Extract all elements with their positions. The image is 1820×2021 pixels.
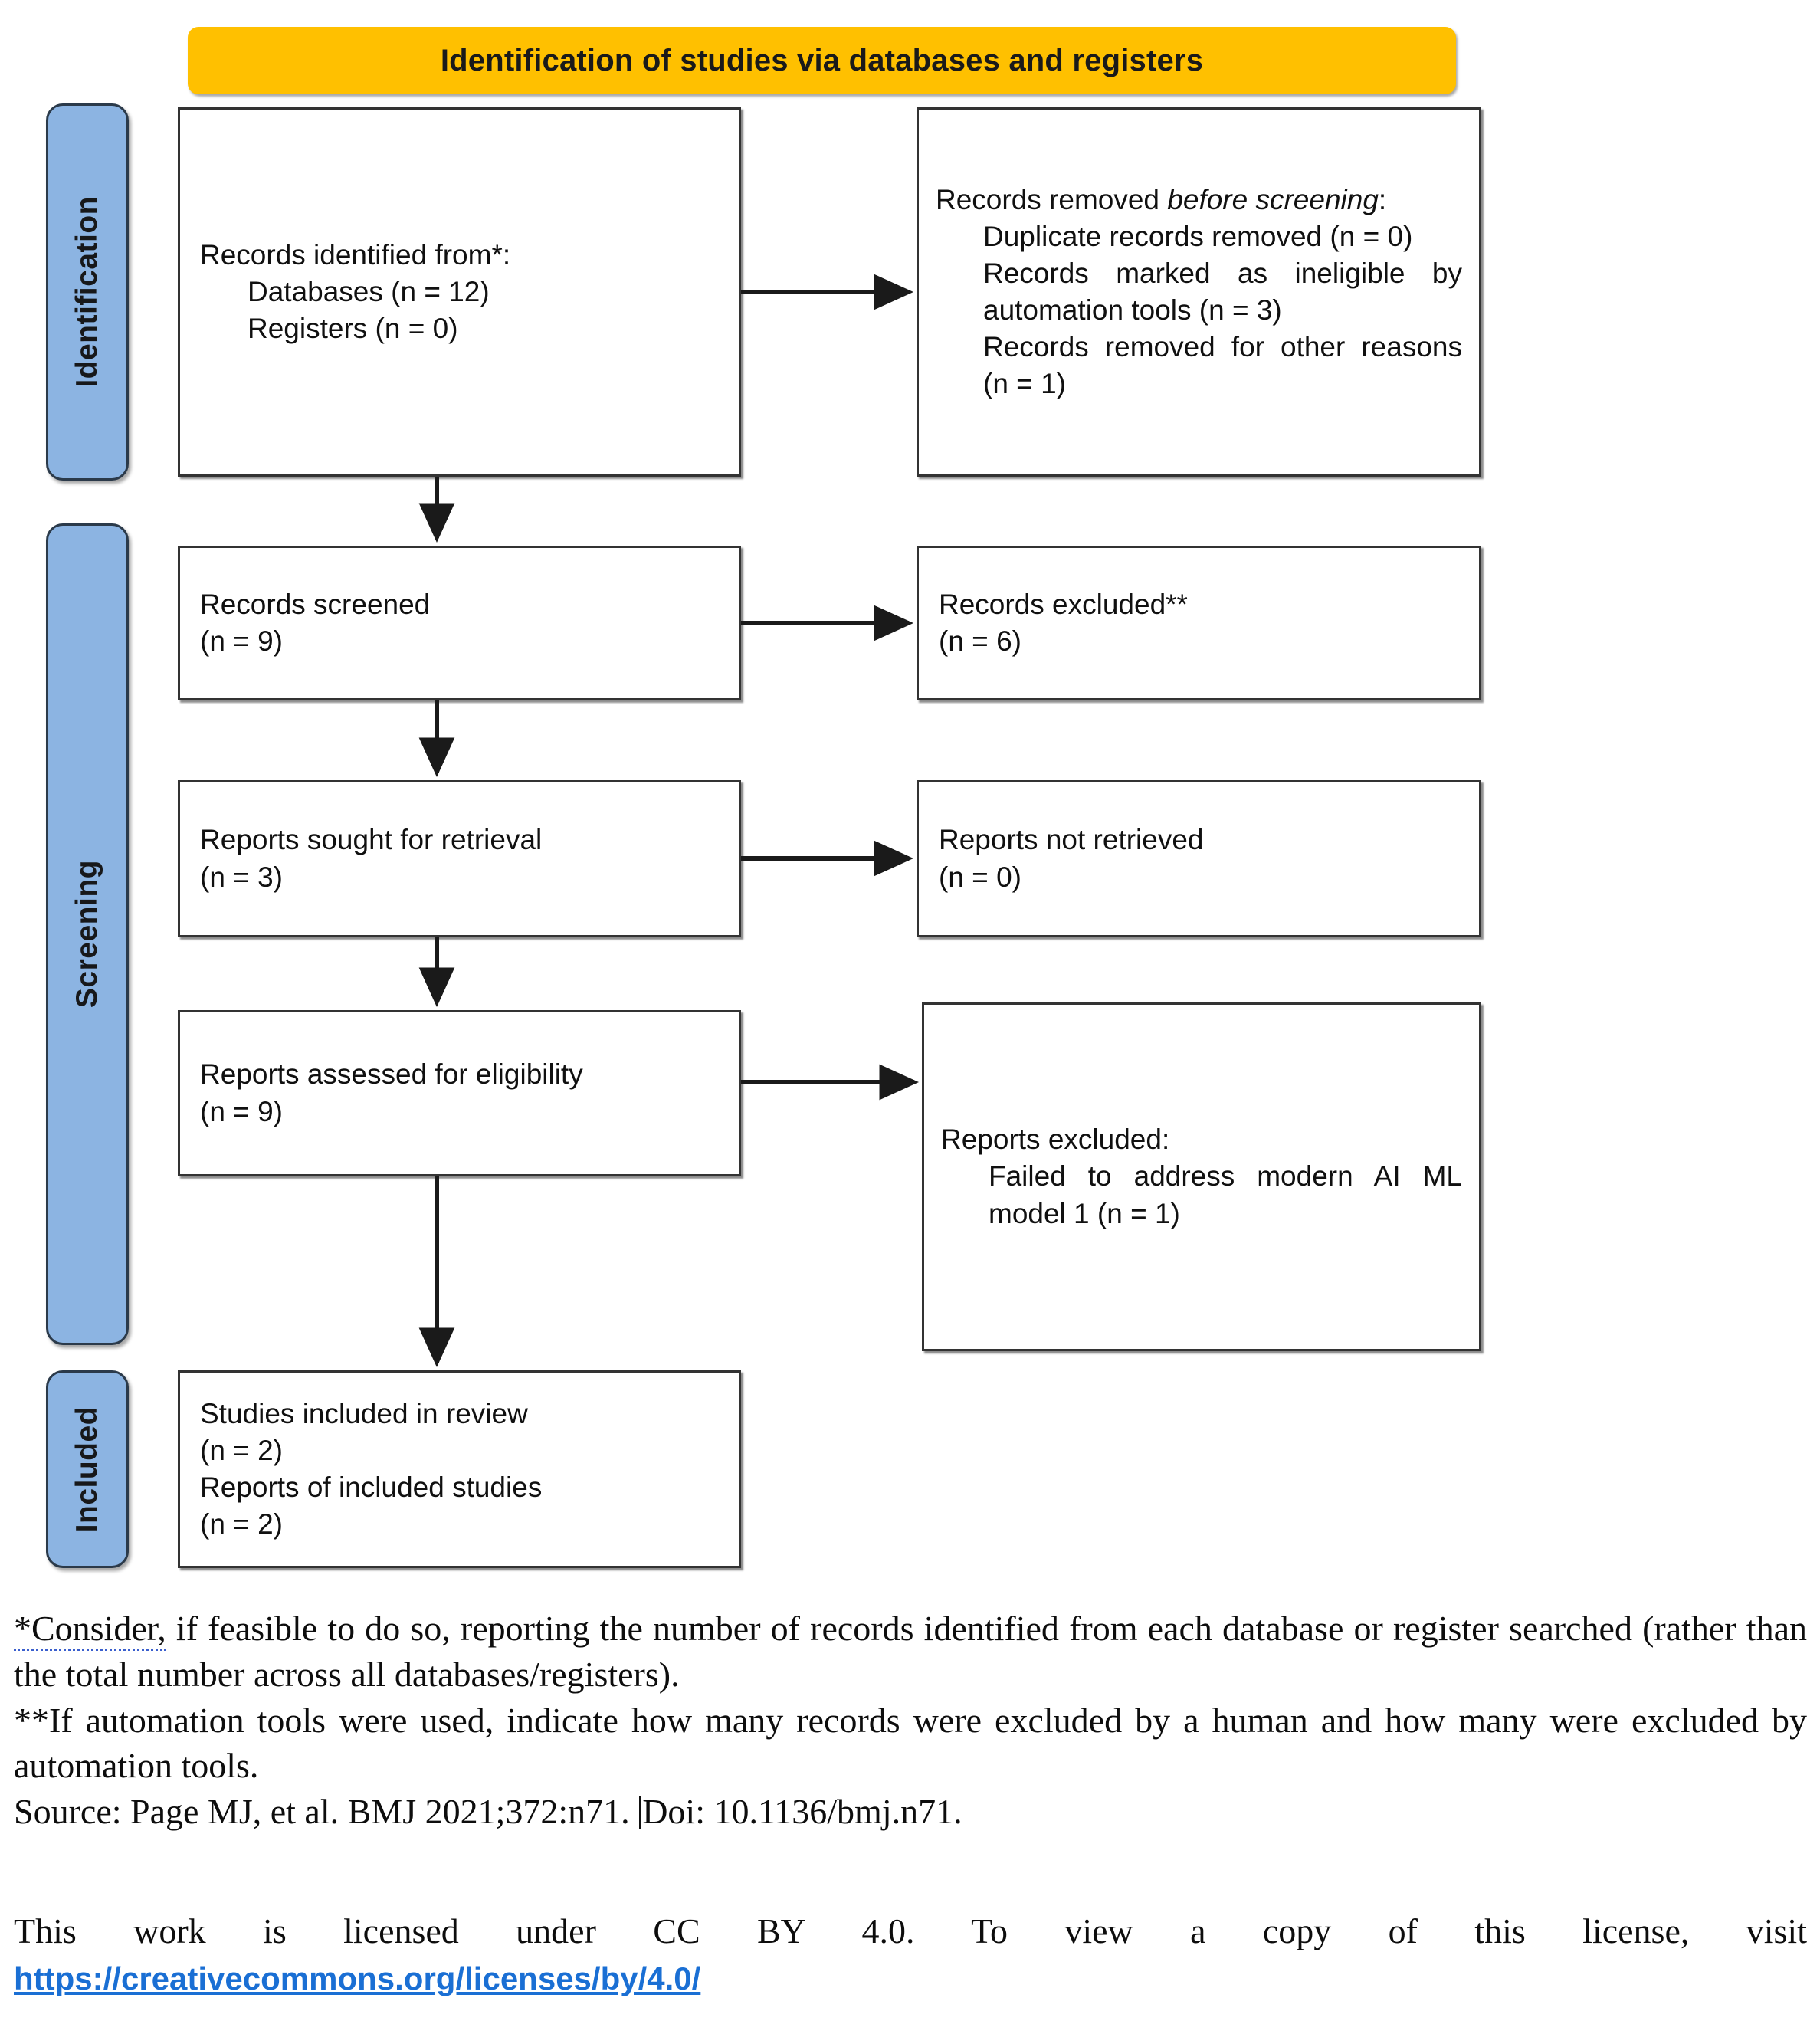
- banner-title: Identification of studies via databases …: [440, 43, 1204, 77]
- footnotes: *Consider, if feasible to do so, reporti…: [14, 1606, 1807, 1835]
- box-reports-assessed: Reports assessed for eligibility (n = 9): [178, 1010, 741, 1176]
- box-reports-excluded: Reports excluded: Failed to address mode…: [922, 1002, 1481, 1351]
- phase-label-included: Included: [71, 1406, 103, 1533]
- records-removed-head-a: Records removed: [936, 183, 1168, 215]
- box-reports-sought-text: Reports sought for retrieval (n = 3): [180, 822, 739, 895]
- phase-label-screening: Screening: [71, 860, 103, 1009]
- box-records-identified: Records identified from*: Databases (n =…: [178, 107, 741, 477]
- box-reports-not-retrieved: Reports not retrieved (n = 0): [917, 780, 1481, 937]
- reports-assessed-count: (n = 9): [200, 1095, 283, 1127]
- records-identified-databases: Databases (n = 12): [248, 275, 490, 307]
- banner-identification-header: Identification of studies via databases …: [188, 27, 1456, 94]
- license-url-line: https://creativecommons.org/licenses/by/…: [14, 1955, 1807, 2002]
- box-reports-assessed-text: Reports assessed for eligibility (n = 9): [180, 1056, 739, 1130]
- reports-included-label: Reports of included studies: [200, 1471, 543, 1503]
- box-records-removed-before-screening: Records removed before screening: Duplic…: [917, 107, 1481, 477]
- records-screened-label: Records screened: [200, 588, 431, 620]
- box-records-excluded: Records excluded** (n = 6): [917, 546, 1481, 700]
- records-excluded-count: (n = 6): [939, 625, 1021, 657]
- box-records-removed-text: Records removed before screening: Duplic…: [919, 182, 1479, 403]
- records-removed-head-b: before screening: [1167, 183, 1379, 215]
- footnote-consider-rest: if feasible to do so, reporting the numb…: [14, 1609, 1807, 1694]
- phase-bar-identification: Identification: [46, 103, 129, 481]
- reports-not-retrieved-count: (n = 0): [939, 861, 1021, 893]
- license-block: This work is licensed under CC BY 4.0. T…: [14, 1908, 1807, 2001]
- records-removed-item-duplicates: Duplicate records removed (n = 0): [983, 220, 1413, 252]
- phase-bar-screening: Screening: [46, 523, 129, 1345]
- box-records-excluded-text: Records excluded** (n = 6): [919, 586, 1479, 660]
- box-reports-sought: Reports sought for retrieval (n = 3): [178, 780, 741, 937]
- reports-not-retrieved-label: Reports not retrieved: [939, 824, 1204, 856]
- studies-included-label: Studies included in review: [200, 1397, 528, 1429]
- footnote-automation: **If automation tools were used, indicat…: [14, 1700, 1807, 1786]
- footnote-consider-flagged: *Consider,: [14, 1609, 166, 1651]
- reports-sought-label: Reports sought for retrieval: [200, 824, 543, 856]
- phase-label-identification: Identification: [71, 196, 103, 388]
- box-studies-included: Studies included in review (n = 2) Repor…: [178, 1370, 741, 1568]
- cc-license-link[interactable]: https://creativecommons.org/licenses/by/…: [14, 1960, 701, 1996]
- box-studies-included-text: Studies included in review (n = 2) Repor…: [180, 1396, 739, 1543]
- footnote-source-doi: Doi: 10.1136/bmj.n71.: [642, 1792, 962, 1832]
- box-records-screened: Records screened (n = 9): [178, 546, 741, 700]
- phase-bar-included: Included: [46, 1370, 129, 1568]
- records-identified-line1: Records identified from*:: [200, 238, 511, 271]
- reports-excluded-reason: Failed to address modern AI ML model 1 (…: [989, 1160, 1462, 1229]
- text-cursor: [639, 1796, 642, 1830]
- reports-excluded-label: Reports excluded:: [941, 1124, 1170, 1156]
- records-excluded-label: Records excluded**: [939, 588, 1188, 620]
- records-removed-item-other: Records removed for other reasons (n = 1…: [983, 331, 1462, 400]
- records-identified-registers: Registers (n = 0): [248, 313, 458, 345]
- records-removed-item-ineligible: Records marked as ineligible by automati…: [983, 257, 1462, 326]
- reports-assessed-label: Reports assessed for eligibility: [200, 1058, 583, 1091]
- records-removed-head-c: :: [1378, 183, 1387, 215]
- records-screened-count: (n = 9): [200, 625, 283, 657]
- reports-sought-count: (n = 3): [200, 861, 283, 893]
- reports-included-count: (n = 2): [200, 1508, 283, 1540]
- box-reports-excluded-text: Reports excluded: Failed to address mode…: [924, 1121, 1479, 1232]
- license-text: This work is licensed under CC BY 4.0. T…: [14, 1911, 1807, 1950]
- box-records-screened-text: Records screened (n = 9): [180, 586, 739, 660]
- footnote-source: Source: Page MJ, et al. BMJ 2021;372:n71…: [14, 1789, 1807, 1835]
- footnote-source-citation: Source: Page MJ, et al. BMJ 2021;372:n71…: [14, 1792, 639, 1832]
- box-records-identified-text: Records identified from*: Databases (n =…: [180, 237, 739, 347]
- box-reports-not-retrieved-text: Reports not retrieved (n = 0): [919, 822, 1479, 895]
- footnote-consider: *Consider, if feasible to do so, reporti…: [14, 1606, 1807, 1698]
- studies-included-count: (n = 2): [200, 1434, 283, 1466]
